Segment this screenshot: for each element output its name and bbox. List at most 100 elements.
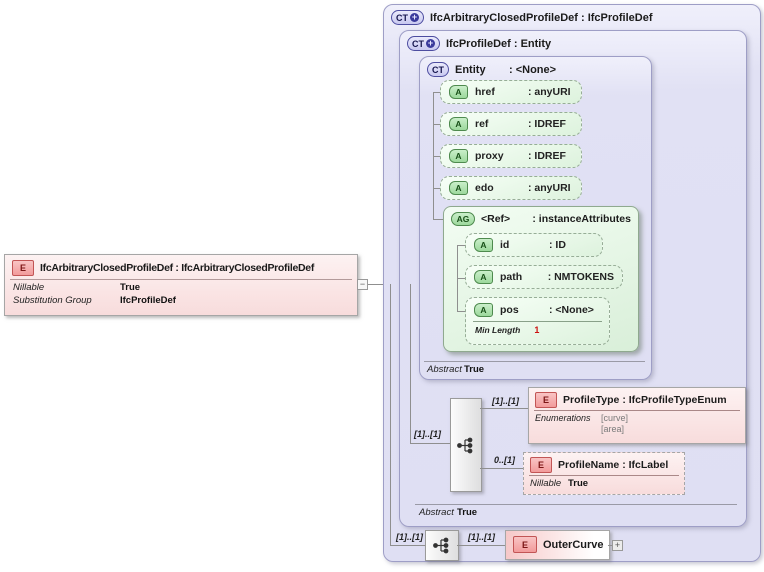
- element-badge-icon: E: [530, 457, 552, 473]
- facet-label: Min Length: [475, 325, 521, 335]
- attribute-node-ref[interactable]: A ref : IDREF: [440, 112, 582, 136]
- facet-value: 1: [534, 325, 540, 335]
- derived-plus-icon: +: [410, 12, 419, 22]
- outercurve-title: OuterCurve: [543, 538, 604, 551]
- separator: [415, 504, 737, 505]
- entity-base-type: : <None>: [509, 63, 557, 76]
- cardinality-label: [1]..[1]: [492, 396, 519, 406]
- property-row: Nillable True: [13, 282, 349, 295]
- tree-line: [433, 124, 440, 125]
- prop-label: Nillable: [530, 478, 562, 489]
- cardinality-label: 0..[1]: [494, 455, 516, 465]
- entity-name: Entity: [455, 63, 486, 76]
- attribute-node-id[interactable]: A id : ID: [465, 233, 603, 257]
- enumerations-label: Enumerations: [535, 413, 591, 423]
- prop-value: IfcProfileDef: [120, 294, 176, 306]
- tree-line: [457, 245, 465, 246]
- attribute-badge-icon: A: [449, 181, 468, 195]
- profiledef-type-title: IfcProfileDef : Entity: [446, 37, 552, 50]
- attribute-type: : NMTOKENS: [547, 271, 614, 283]
- element-node-profiletype[interactable]: E ProfileType : IfcProfileTypeEnum Enume…: [528, 387, 746, 444]
- attribute-node-proxy[interactable]: A proxy : IDREF: [440, 144, 582, 168]
- tree-line: [608, 545, 612, 546]
- attribute-type: : ID: [549, 239, 566, 251]
- tree-line: [457, 311, 465, 312]
- attribute-badge-icon: A: [474, 238, 493, 252]
- collapse-glyph: −: [359, 279, 366, 289]
- tree-line: [433, 92, 440, 93]
- tree-line: [410, 443, 450, 444]
- prop-label: Substitution Group: [13, 294, 92, 306]
- tree-line: [410, 284, 411, 443]
- derived-plus-icon: +: [426, 38, 435, 48]
- profiletype-title: ProfileType : IfcProfileTypeEnum: [563, 394, 727, 406]
- attribute-node-edo[interactable]: A edo : anyURI: [440, 176, 582, 200]
- element-badge-icon: E: [535, 392, 557, 408]
- complextype-badge-icon: CT: [427, 62, 449, 77]
- outer-type-title: IfcArbitraryClosedProfileDef : IfcProfil…: [430, 11, 653, 24]
- profilename-title: ProfileName : IfcLabel: [558, 459, 669, 471]
- element-node-profilename[interactable]: E ProfileName : IfcLabel Nillable True: [523, 452, 685, 495]
- element-node-ifcarbitraryclosedprofiledef[interactable]: E IfcArbitraryClosedProfileDef : IfcArbi…: [4, 254, 358, 316]
- tree-line: [390, 545, 425, 546]
- collapse-toggle-icon[interactable]: −: [357, 279, 368, 290]
- sequence-glyph-icon: [457, 437, 473, 453]
- abstract-value: True: [457, 507, 478, 518]
- tree-line: [457, 545, 505, 546]
- tree-line: [433, 219, 443, 220]
- cardinality-label: [1]..[1]: [468, 532, 495, 542]
- expand-glyph: +: [614, 540, 621, 550]
- sequence-compositor-icon[interactable]: [450, 398, 482, 492]
- enum-value: [curve]: [601, 413, 629, 423]
- abstract-label: Abstract: [419, 507, 454, 518]
- attribute-type: : anyURI: [528, 182, 571, 194]
- attribute-group-badge-icon: AG: [451, 212, 475, 226]
- tree-line: [480, 408, 528, 409]
- attribute-badge-icon: A: [449, 117, 468, 131]
- attribute-group-name: <Ref>: [481, 213, 511, 225]
- complextype-badge-icon: CT+: [391, 10, 424, 25]
- attribute-type: : IDREF: [528, 118, 566, 130]
- separator: [424, 361, 645, 362]
- tree-line: [390, 284, 391, 545]
- prop-value: True: [120, 282, 141, 293]
- sequence-compositor-icon[interactable]: [425, 530, 459, 561]
- element-node-outercurve[interactable]: E OuterCurve: [505, 530, 610, 560]
- attribute-type: : IDREF: [528, 150, 566, 162]
- attribute-name: ref: [475, 118, 489, 130]
- element-badge-icon: E: [12, 260, 34, 276]
- abstract-value: True: [464, 364, 485, 375]
- tree-line: [433, 188, 440, 189]
- element-badge-icon: E: [513, 536, 537, 553]
- attribute-type: : <None>: [549, 303, 594, 316]
- attribute-name: proxy: [475, 150, 504, 162]
- attribute-badge-icon: A: [474, 270, 493, 284]
- abstract-label: Abstract: [427, 364, 462, 375]
- expand-toggle-icon[interactable]: +: [612, 540, 623, 551]
- cardinality-label: [1]..[1]: [396, 532, 423, 542]
- attribute-name: edo: [475, 182, 494, 194]
- attribute-name: id: [500, 239, 510, 251]
- tree-line: [480, 468, 523, 469]
- tree-line: [433, 156, 440, 157]
- attribute-node-pos[interactable]: A pos : <None> Min Length 1: [465, 297, 610, 345]
- element-title: IfcArbitraryClosedProfileDef : IfcArbitr…: [40, 262, 315, 274]
- attribute-node-path[interactable]: A path : NMTOKENS: [465, 265, 623, 289]
- attribute-name: path: [500, 271, 523, 283]
- cardinality-label: [1]..[1]: [414, 429, 441, 439]
- attribute-badge-icon: A: [449, 149, 468, 163]
- attribute-type: : anyURI: [528, 86, 571, 98]
- prop-label: Nillable: [13, 282, 45, 293]
- enum-value: [area]: [601, 423, 625, 434]
- prop-value: True: [568, 478, 589, 489]
- tree-line: [457, 278, 465, 279]
- property-row: Substitution Group IfcProfileDef: [13, 295, 349, 308]
- attribute-name: href: [475, 86, 495, 98]
- attribute-node-href[interactable]: A href : anyURI: [440, 80, 582, 104]
- attribute-badge-icon: A: [474, 302, 493, 317]
- tree-line: [433, 92, 434, 219]
- attribute-group-type: : instanceAttributes: [532, 213, 631, 225]
- attribute-name: pos: [500, 303, 519, 316]
- sequence-glyph-icon: [433, 537, 449, 554]
